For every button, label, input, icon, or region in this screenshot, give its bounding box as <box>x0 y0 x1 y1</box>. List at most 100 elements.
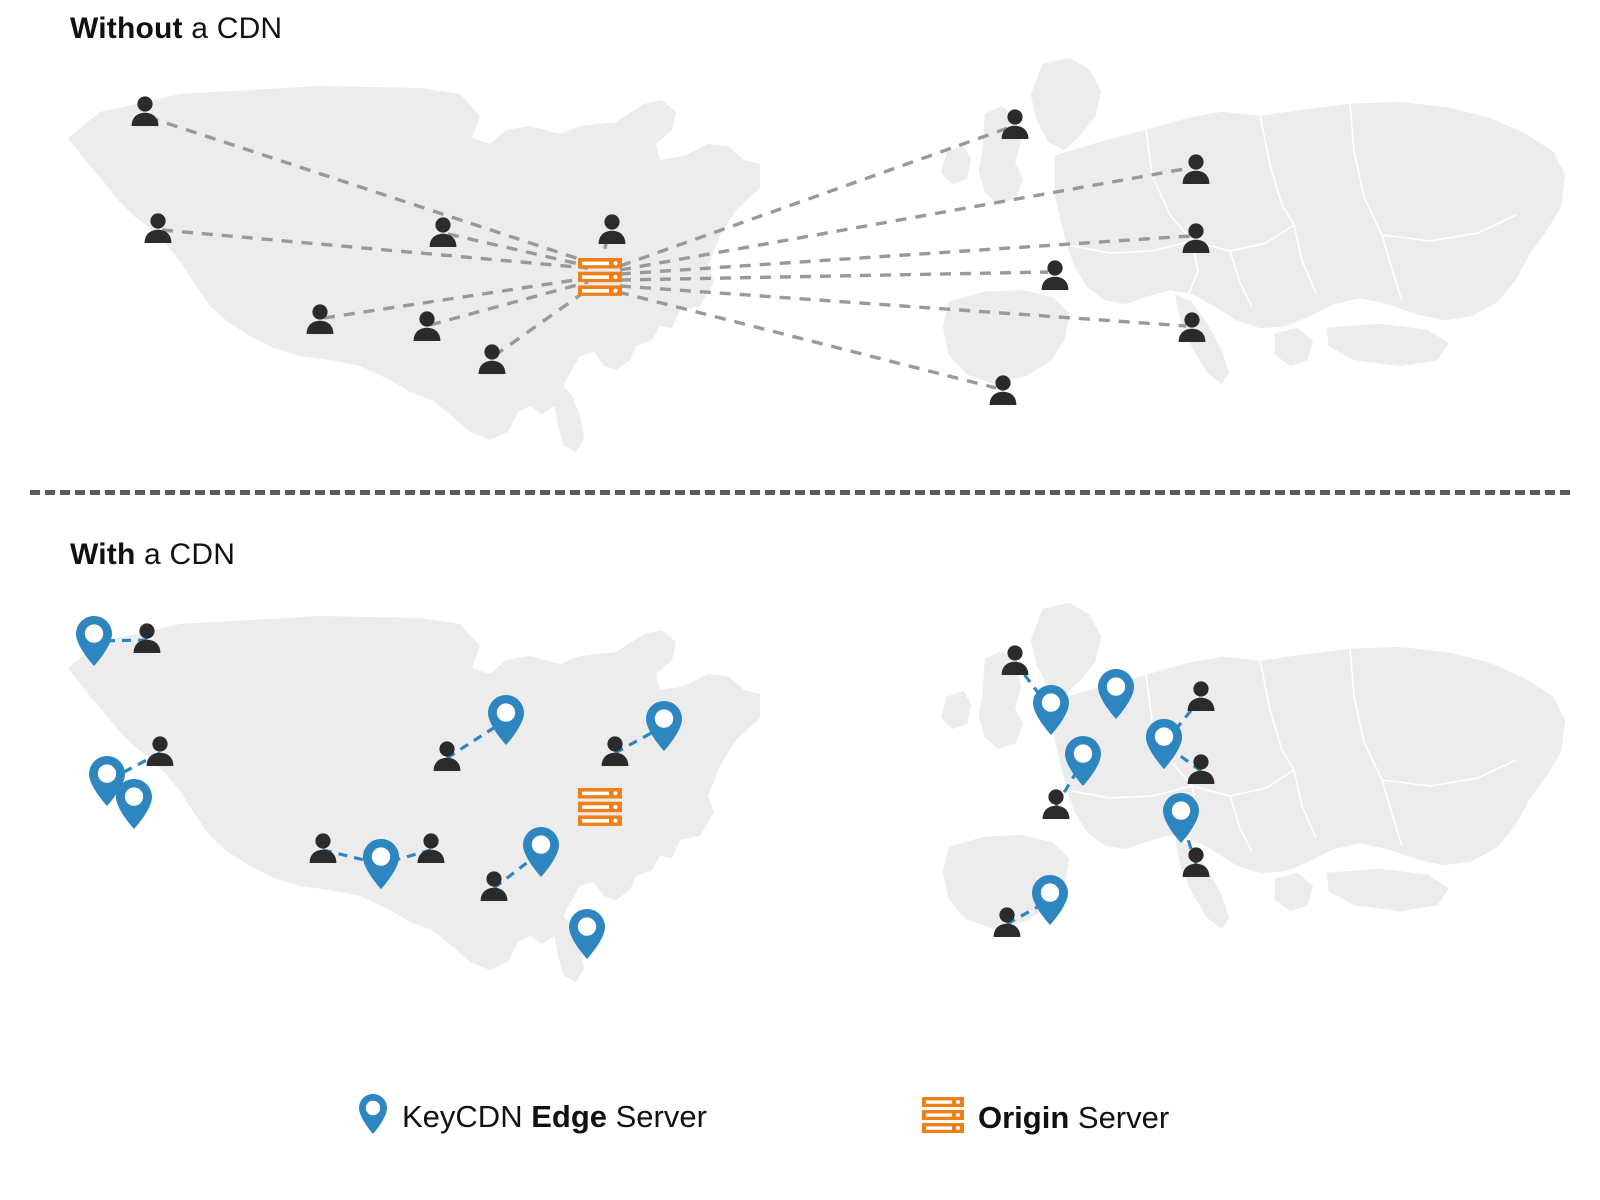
eu-scandinavia-cdn <box>1029 601 1103 697</box>
origin-server-bottom[interactable] <box>578 788 622 831</box>
title-rest-without: a CDN <box>182 12 283 45</box>
united-states-map <box>60 60 760 460</box>
user-france <box>1040 259 1070 296</box>
user-icon <box>131 96 159 126</box>
user-denver <box>412 310 442 347</box>
title-bold-without: Without <box>70 12 183 45</box>
legend-label-edge-server: KeyCDN Edge Server <box>402 1099 707 1135</box>
user-icon <box>417 833 445 863</box>
user-icon <box>1178 312 1206 342</box>
map-pin-icon <box>1163 793 1199 843</box>
edge-paris[interactable] <box>1064 735 1102 792</box>
legend-label-origin-server: Origin Server <box>978 1100 1169 1136</box>
user-seattle <box>130 95 160 132</box>
edge-miami[interactable] <box>568 908 606 965</box>
user-icon <box>1182 223 1210 253</box>
map-pin-icon <box>1033 685 1069 735</box>
legend-item-origin-server: Origin Server <box>922 1097 1169 1138</box>
user-icon <box>1042 789 1070 819</box>
map-pin-icon <box>569 909 605 959</box>
legend-edge-post: Server <box>607 1098 707 1134</box>
eu-border-cdn-9 <box>1293 769 1317 839</box>
map-pin-icon <box>89 756 125 806</box>
edge-milan[interactable] <box>1162 792 1200 849</box>
user-spain <box>988 374 1018 411</box>
eu-border-cdn-4 <box>1349 647 1383 781</box>
edge-chicago[interactable] <box>487 694 525 751</box>
edge-london[interactable] <box>1032 684 1070 741</box>
user-icon <box>1187 754 1215 784</box>
map-pin-icon <box>646 701 682 751</box>
edge-frankfurt[interactable] <box>1145 718 1183 775</box>
user-icon <box>1001 109 1029 139</box>
legend-origin-bold: Origin <box>978 1099 1070 1135</box>
map-pin-icon <box>1032 875 1068 925</box>
user-new-york-cdn <box>600 735 630 772</box>
edge-los-angeles[interactable] <box>115 778 153 835</box>
eu-border-10 <box>1381 234 1403 302</box>
user-chicago <box>428 216 458 253</box>
us-landmass <box>68 86 760 440</box>
legend-item-edge-server: KeyCDN Edge Server <box>358 1093 707 1140</box>
eu-border-cdn-6 <box>1065 785 1193 799</box>
user-denver-cdn <box>308 832 338 869</box>
eu-border-cdn-5 <box>1381 759 1517 787</box>
eu-scandinavia <box>1029 56 1103 152</box>
origin-server-top[interactable] <box>578 258 622 301</box>
eu-iberia <box>941 288 1071 386</box>
united-states-map-cdn <box>60 590 760 990</box>
eu-border-2 <box>1191 224 1295 252</box>
user-icon <box>306 304 334 334</box>
eu-greece <box>1273 326 1315 368</box>
user-new-orleans-cdn <box>479 870 509 907</box>
edge-atlanta[interactable] <box>522 826 560 883</box>
section-title-with-cdn: With a CDN <box>70 538 235 572</box>
server-rack-icon <box>578 788 622 826</box>
edge-san-fran[interactable] <box>88 755 126 812</box>
us-florida-cdn <box>554 912 584 982</box>
map-pin-icon <box>363 839 399 889</box>
user-icon <box>989 375 1017 405</box>
edge-dallas[interactable] <box>362 838 400 895</box>
user-new-york <box>597 213 627 250</box>
eu-border-cdn-8 <box>1229 795 1253 853</box>
eu-border-4 <box>1349 102 1383 236</box>
eu-border-cdn-2 <box>1191 769 1295 797</box>
user-icon <box>1182 847 1210 877</box>
user-icon <box>1041 260 1069 290</box>
section-title-without-cdn: Without a CDN <box>70 12 282 46</box>
user-icon <box>1001 645 1029 675</box>
edge-dublin[interactable] <box>1097 668 1135 725</box>
user-uk <box>1000 108 1030 145</box>
eu-mainland <box>1053 100 1567 330</box>
eu-border-5 <box>1381 214 1517 242</box>
user-icon <box>413 311 441 341</box>
map-pin-icon <box>116 779 152 829</box>
user-icon <box>993 907 1021 937</box>
user-spain-cdn <box>992 906 1022 943</box>
edge-barcelona[interactable] <box>1031 874 1069 931</box>
user-icon <box>433 741 461 771</box>
eu-border-9 <box>1293 224 1317 294</box>
user-germany-cdn <box>1186 753 1216 790</box>
eu-ireland-cdn <box>939 689 973 731</box>
server-rack-icon <box>922 1097 964 1138</box>
title-bold-with: With <box>70 538 136 571</box>
user-san-fran <box>143 212 173 249</box>
edge-new-york[interactable] <box>645 700 683 757</box>
map-pin-icon <box>1146 719 1182 769</box>
user-dallas-cdn <box>416 832 446 869</box>
user-icon <box>1182 154 1210 184</box>
user-denmark-cdn <box>1186 680 1216 717</box>
section-divider <box>30 490 1570 495</box>
user-germany <box>1181 222 1211 259</box>
edge-seattle[interactable] <box>75 615 113 672</box>
legend-edge-pre: KeyCDN <box>402 1098 532 1134</box>
us-florida <box>554 382 584 452</box>
map-pin-icon <box>1098 669 1134 719</box>
user-icon <box>1187 681 1215 711</box>
eu-turkey <box>1325 322 1452 368</box>
user-france-cdn <box>1041 788 1071 825</box>
user-icon <box>478 344 506 374</box>
map-pin-icon <box>1065 736 1101 786</box>
